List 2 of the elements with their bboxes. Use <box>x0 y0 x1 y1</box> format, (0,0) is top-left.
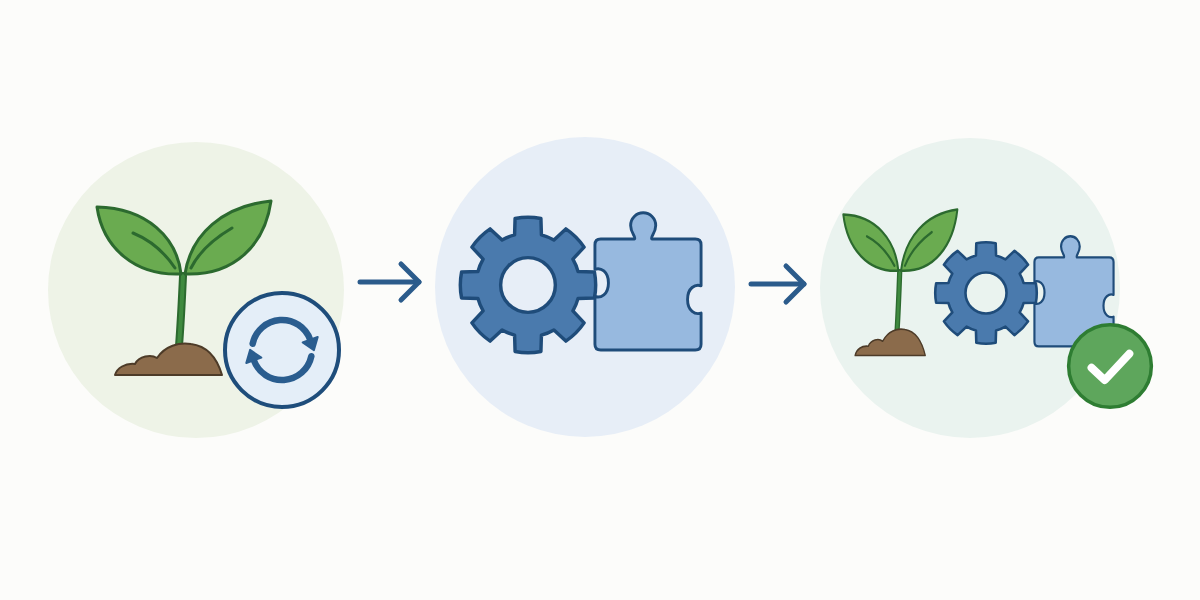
arrow <box>357 261 422 303</box>
arrow <box>748 263 807 305</box>
